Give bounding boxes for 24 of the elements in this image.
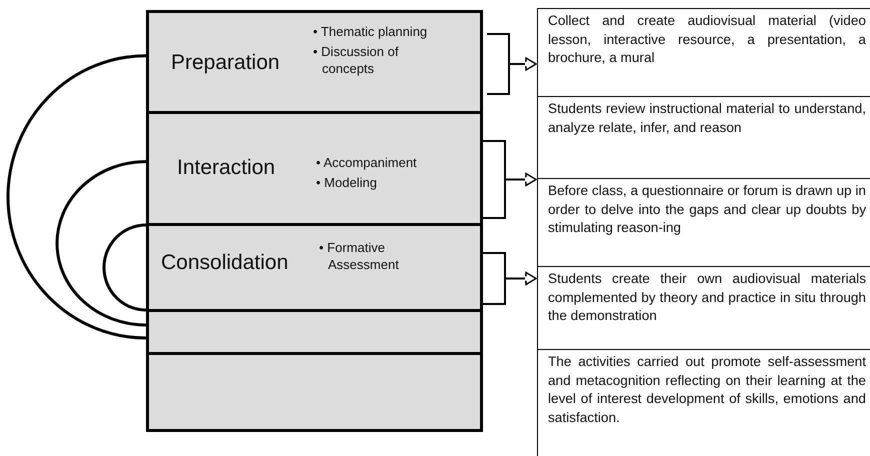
bracket-arrow [486, 33, 537, 95]
bullet-item: • Formative Assessment [319, 239, 400, 273]
phase-title: Interaction [177, 156, 276, 180]
description-row: The activities carried out promote self-assessment and metacognition reflecting on their learning at the level of interest development of skills, emotions and satisfaction. [537, 349, 870, 456]
phase-box [146, 111, 483, 226]
phase-box [146, 10, 483, 114]
bracket-arrow [482, 252, 537, 305]
empty-box [146, 309, 483, 355]
bracket-arrow [482, 140, 537, 219]
bullet-item: • Accompaniment [316, 154, 418, 171]
loop-arc [102, 224, 146, 312]
bullet-item: • Modeling [316, 174, 378, 191]
empty-box [146, 352, 483, 432]
description-row: Students create their own audiovisual materials complemented by theory and practice in situ through the demonstration [537, 266, 870, 349]
loop-arc [56, 160, 146, 326]
description-row: Collect and create audiovisual material (video lesson, interactive resource, a presentation, a brochure, a mural [537, 8, 870, 96]
bullet-item: • Thematic planning [313, 23, 428, 40]
phase-title: Preparation [171, 51, 280, 75]
description-row: Before class, a questionnaire or forum is drawn up in order to delve into the gaps and clear up doubts by stimulating reason-ing [537, 178, 870, 266]
loop-arc [6, 54, 146, 340]
phase-box [146, 223, 483, 312]
bullet-item: • Discussion of concepts [313, 43, 400, 77]
description-row: Students review instructional material to understand, analyze relate, infer, and reason [537, 96, 870, 178]
phase-title: Consolidation [161, 251, 288, 275]
